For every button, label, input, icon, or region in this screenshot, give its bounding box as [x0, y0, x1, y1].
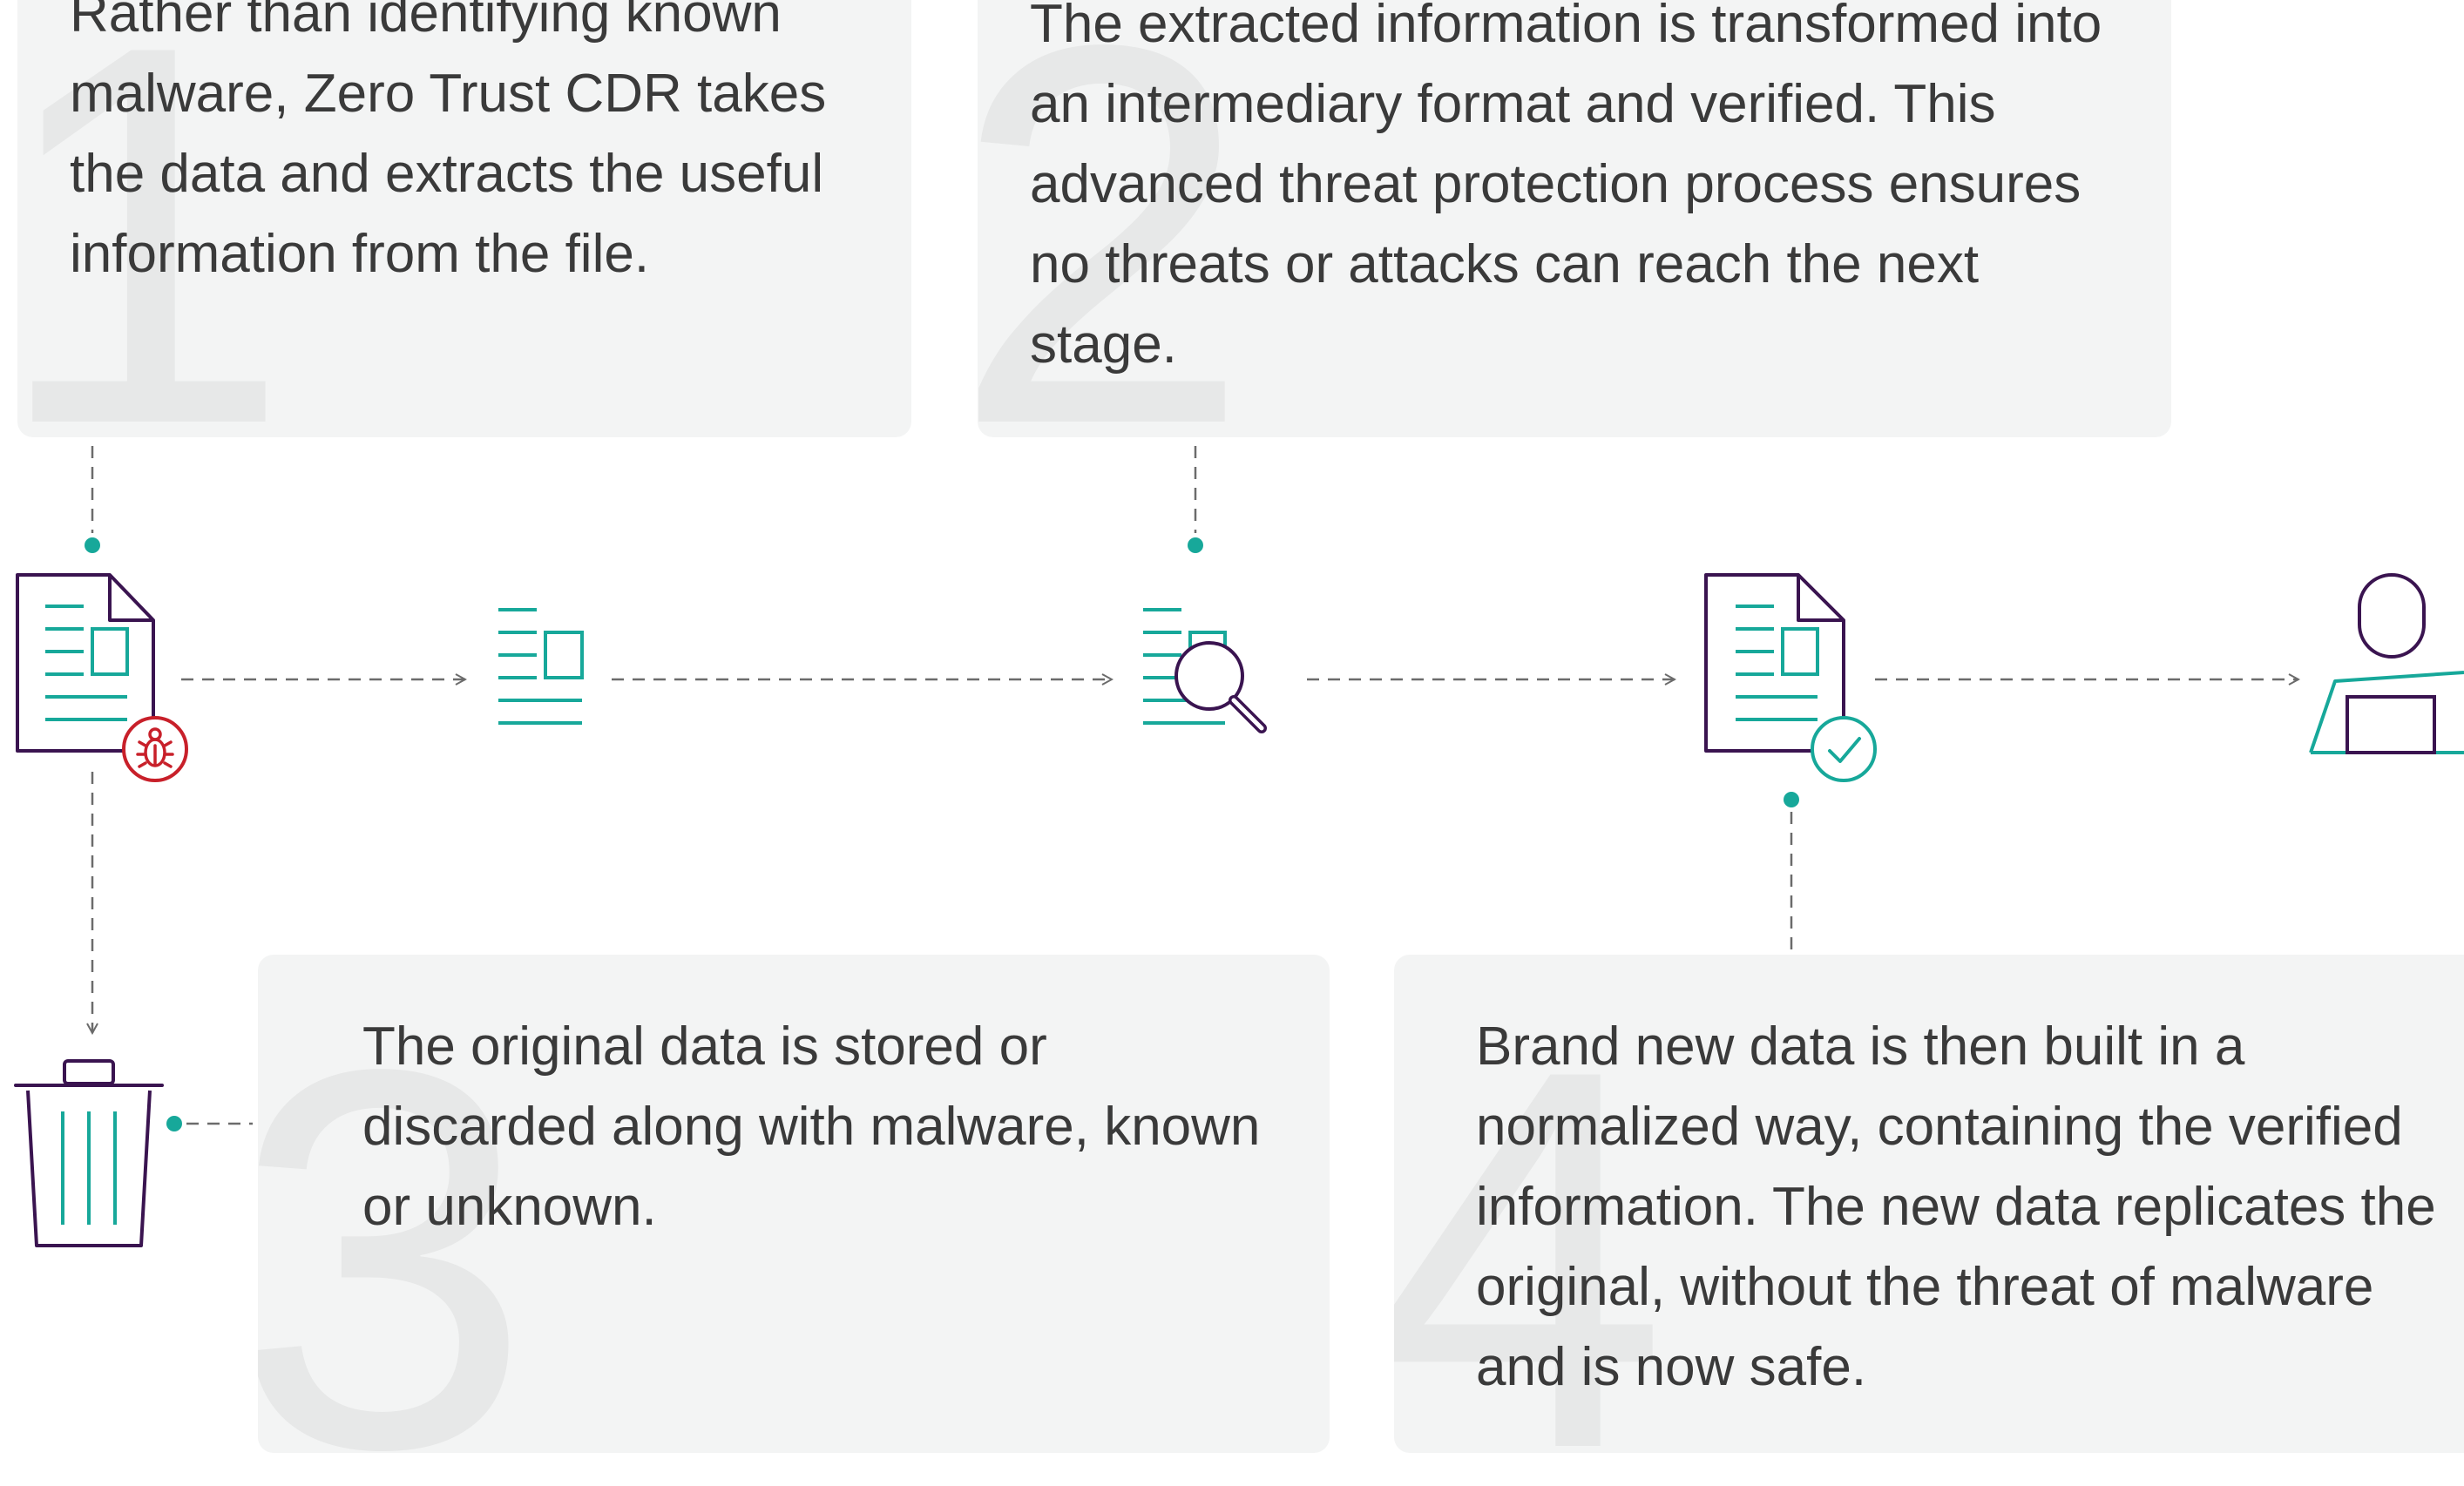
- step-2-number: 2: [978, 0, 1252, 437]
- step-2-text: The extracted information is transformed…: [1030, 0, 2102, 375]
- connector-step-1: [85, 446, 100, 553]
- step-3-number: 3: [258, 958, 532, 1453]
- step-2-card: 2 The extracted information is transform…: [978, 0, 2171, 437]
- step-4-card: 4 Brand new data is then built in a norm…: [1394, 955, 2464, 1453]
- verified-document-icon: [1704, 573, 1877, 782]
- connector-step-3: [166, 1116, 253, 1131]
- step-4-text: Brand new data is then built in a normal…: [1476, 1017, 2436, 1397]
- extracted-content-icon: [498, 608, 584, 725]
- inspect-content-icon: [1143, 608, 1267, 733]
- step-1-card: 1 Rather than identifying known malware,…: [17, 0, 911, 437]
- step-3-text: The original data is stored or discarded…: [362, 1017, 1261, 1237]
- step-1-text: Rather than identifying known malware, Z…: [70, 0, 827, 284]
- step-3-card: 3 The original data is stored or discard…: [258, 955, 1330, 1453]
- step-4-number: 4: [1394, 958, 1669, 1453]
- step-1-number: 1: [17, 0, 292, 437]
- connector-step-4: [1784, 792, 1799, 955]
- user-laptop-icon: [2309, 573, 2464, 754]
- infected-document-icon: [16, 573, 188, 782]
- trash-bin-icon: [14, 1059, 164, 1247]
- connector-step-2: [1188, 446, 1203, 553]
